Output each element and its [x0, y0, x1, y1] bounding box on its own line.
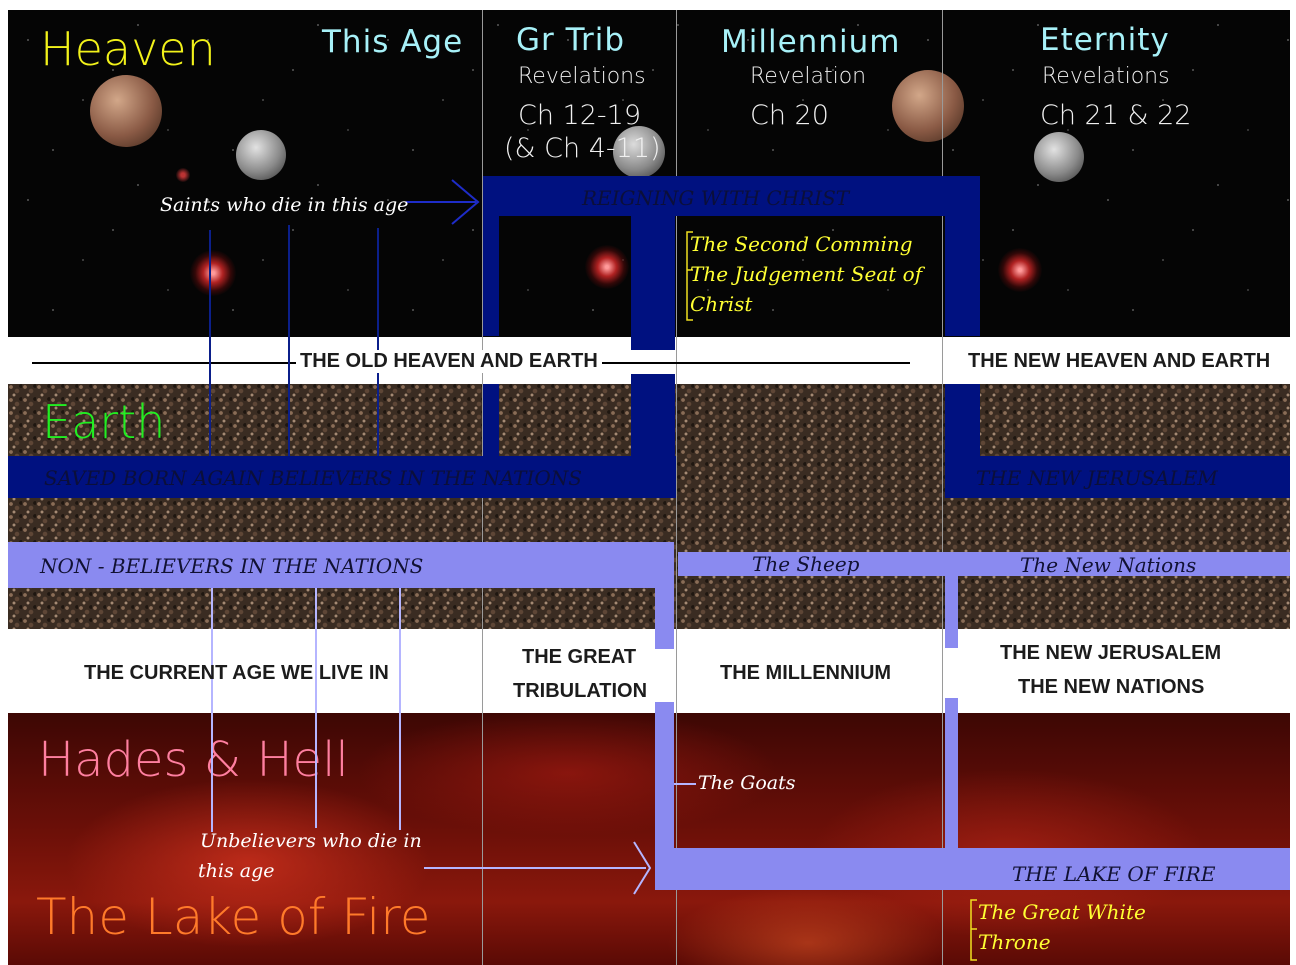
- label-reigning: REIGNING WITH CHRIST: [582, 186, 850, 210]
- label-lake-of-fire: THE LAKE OF FIRE: [1012, 862, 1216, 886]
- label-new-heaven-earth: THE NEW HEAVEN AND EARTH: [968, 350, 1271, 372]
- hell-region: [8, 713, 1290, 965]
- planet-red-glow: [190, 250, 236, 296]
- second-coming-bracket: [686, 231, 693, 321]
- bar-saved-believers: [8, 456, 676, 498]
- planet-large: [90, 75, 162, 147]
- note-great-white-throne: The Great White: [978, 900, 1146, 924]
- bar-reigning-right-drop-earth: [945, 384, 980, 456]
- note-saints: Saints who die in this age: [160, 194, 409, 216]
- bar-new-jerusalem: [945, 456, 1290, 498]
- header-this-age: This Age: [322, 24, 464, 60]
- label-new-nations-bar: The New Nations: [1020, 553, 1197, 577]
- bar-reigning-center-drop: [631, 216, 675, 350]
- gr-trib-chapters: Ch 12-19: [518, 100, 642, 131]
- eternity-book: Revelations: [1042, 64, 1170, 89]
- label-great-tribulation-1: THE GREAT: [522, 646, 637, 668]
- label-new-jerusalem: THE NEW JERUSALEM: [1000, 642, 1222, 664]
- label-great-tribulation-2: TRIBULATION: [513, 680, 648, 702]
- bar-reigning-center-drop-earth: [631, 374, 675, 456]
- bar-reigning: [483, 176, 980, 216]
- label-saved-believers: SAVED BORN AGAIN BELIEVERS IN THE NATION…: [44, 466, 583, 490]
- note-goats: The Goats: [698, 772, 796, 794]
- age-label-strip: [8, 629, 1290, 713]
- bar-reigning-left-drop-earth: [483, 384, 499, 456]
- label-new-nations: THE NEW NATIONS: [1018, 676, 1205, 698]
- note-judgement-seat: The Judgement Seat of: [690, 262, 923, 286]
- moon-grey: [236, 130, 286, 180]
- bar-non-believers-drop: [655, 588, 674, 649]
- label-millennium: THE MILLENNIUM: [720, 662, 892, 684]
- bar-sheep: [678, 552, 1290, 576]
- millennium-book: Revelation: [750, 64, 867, 89]
- header-gr-trib: Gr Trib: [516, 22, 626, 58]
- bar-lake-of-fire: [674, 848, 1290, 890]
- label-sheep: The Sheep: [752, 552, 860, 576]
- moon-grey-3: [1034, 132, 1084, 182]
- note-unbelievers-age: this age: [198, 860, 275, 882]
- label-current-age: THE CURRENT AGE WE LIVE IN: [84, 662, 389, 684]
- planet-large-2: [892, 70, 964, 142]
- realm-earth: Earth: [42, 395, 166, 449]
- bar-non-believers-drop-hell: [655, 702, 674, 890]
- header-eternity: Eternity: [1040, 22, 1170, 58]
- header-millennium: Millennium: [721, 24, 901, 60]
- label-new-jerusalem-bar: THE NEW JERUSALEM: [976, 466, 1218, 490]
- note-second-coming: The Second Comming: [690, 232, 913, 256]
- bar-reigning-left-drop: [483, 216, 499, 336]
- saints-arrow-head: [451, 179, 480, 225]
- unbelievers-arrow-head: [633, 841, 652, 895]
- planet-red-glow-2: [585, 245, 629, 289]
- moon-grey-2: [613, 126, 665, 178]
- note-unbelievers: Unbelievers who die in: [200, 830, 422, 852]
- bar-reigning-right-drop: [945, 216, 980, 336]
- label-old-heaven-earth: THE OLD HEAVEN AND EARTH: [296, 350, 602, 373]
- bar-non-believers: [8, 542, 674, 588]
- eternity-chapters: Ch 21 & 22: [1040, 100, 1192, 131]
- realm-hades: Hades & Hell: [38, 732, 349, 788]
- bar-sheep-drop: [945, 576, 958, 648]
- white-throne-bracket: [970, 899, 977, 961]
- gr-trib-book: Revelations: [518, 64, 646, 89]
- column-divider: [676, 10, 677, 965]
- column-divider: [942, 10, 943, 965]
- realm-heaven: Heaven: [40, 22, 216, 76]
- bar-sheep-drop-hell: [945, 698, 958, 848]
- planet-small-red: [176, 168, 190, 182]
- gr-trib-chapters-extra: (& Ch 4-11): [504, 133, 661, 164]
- millennium-chapter: Ch 20: [750, 100, 829, 131]
- realm-lake: The Lake of Fire: [36, 888, 431, 946]
- label-non-believers: NON - BELIEVERS IN THE NATIONS: [40, 554, 424, 578]
- planet-red-glow-3: [998, 248, 1042, 292]
- note-judgement-seat-christ: Christ: [690, 292, 753, 316]
- note-great-white-throne-2: Throne: [978, 930, 1051, 954]
